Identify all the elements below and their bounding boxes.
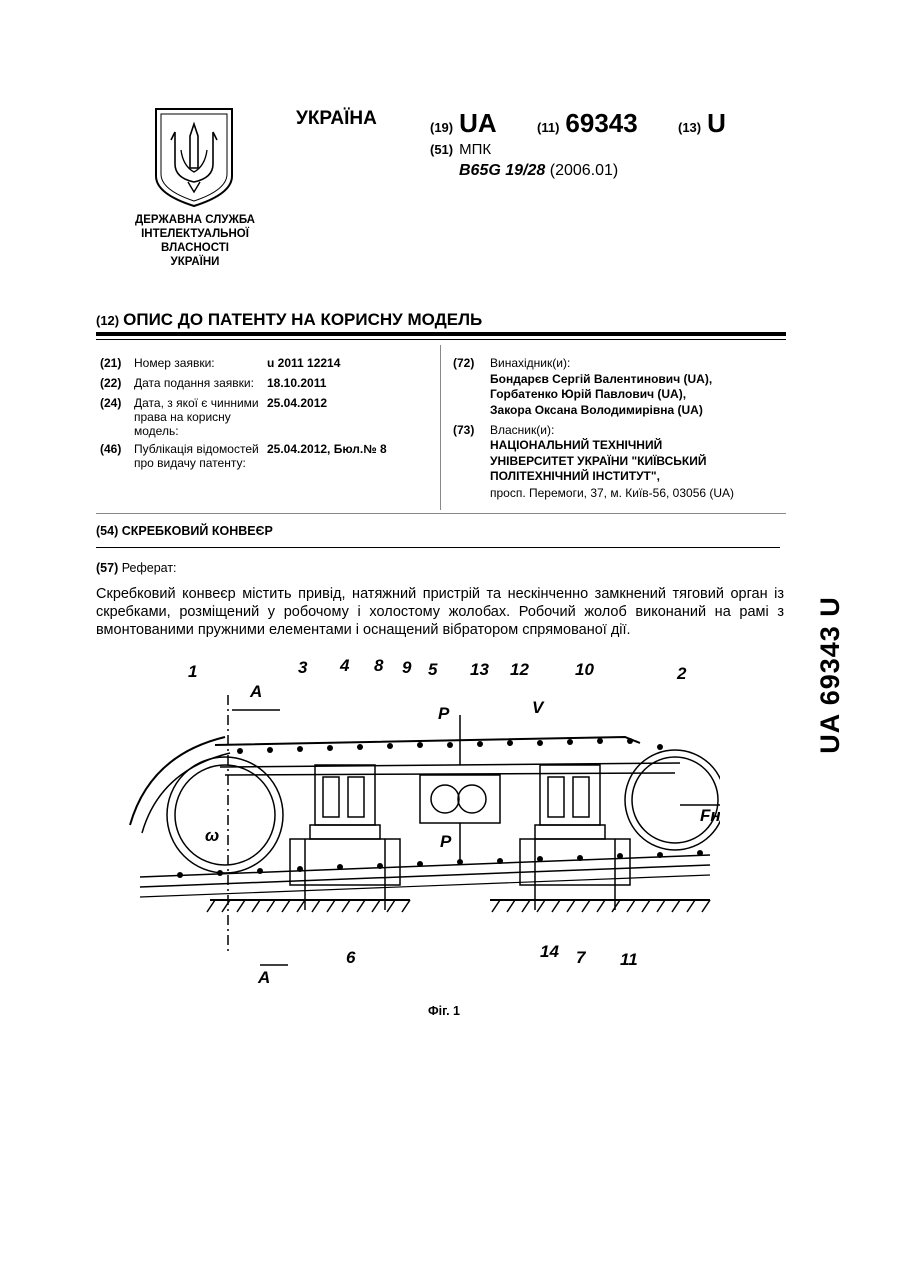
inid-code: (51) bbox=[430, 142, 453, 157]
inid-code: (46) bbox=[100, 442, 121, 456]
figure-label: P bbox=[440, 832, 452, 851]
abstract-heading-text: Реферат: bbox=[122, 561, 177, 575]
inid-code: (54) bbox=[96, 524, 118, 538]
inventor: Бондарєв Сергій Валентинович (UA), bbox=[490, 372, 712, 386]
conveyor-figure: 1 3 4 8 9 5 13 12 10 2 A A P P V ω Fн 6 … bbox=[120, 655, 720, 1000]
side-identifier: UA 69343 U bbox=[808, 575, 852, 775]
figure-label: 11 bbox=[620, 950, 638, 969]
bib-row: (24) bbox=[100, 396, 121, 410]
inid-code: (22) bbox=[100, 376, 121, 390]
ipc-version: (2006.01) bbox=[550, 162, 619, 179]
ipc-classification: B65G 19/28 (2006.01) bbox=[459, 162, 618, 180]
figure-label: Fн bbox=[700, 806, 720, 825]
mpk-label: (51) МПК bbox=[430, 141, 491, 158]
figure-label: 13 bbox=[470, 660, 489, 679]
divider bbox=[96, 339, 786, 340]
figure-label: 5 bbox=[428, 660, 438, 679]
abstract-text: Скребковий конвеєр містить привід, натяж… bbox=[96, 585, 784, 639]
inid-code: (21) bbox=[100, 356, 121, 370]
inid-code: (73) bbox=[453, 423, 474, 437]
agency-line: УКРАЇНИ bbox=[120, 255, 270, 269]
inventors-label: Винахідник(и): bbox=[490, 356, 570, 370]
filing-date: 18.10.2011 bbox=[267, 376, 326, 390]
figure-label: A bbox=[249, 682, 262, 701]
abstract-heading: (57) Реферат: bbox=[96, 561, 177, 575]
agency-line: ІНТЕЛЕКТУАЛЬНОЇ bbox=[120, 227, 270, 241]
figure-label: 6 bbox=[346, 948, 356, 967]
bib-row: (21) bbox=[100, 356, 121, 370]
bib-label: Дата, з якої є чинними права на корисну … bbox=[134, 396, 262, 438]
figure-label: A bbox=[257, 968, 270, 987]
side-identifier-text: UA 69343 U bbox=[808, 575, 852, 775]
divider bbox=[96, 332, 786, 336]
invention-title: (54) СКРЕБКОВИЙ КОНВЕЄР bbox=[96, 524, 273, 538]
ipc-class: B65G 19/28 bbox=[459, 162, 545, 179]
bib-row: (22) bbox=[100, 376, 121, 390]
divider bbox=[96, 513, 786, 514]
inid-code: (57) bbox=[96, 561, 118, 575]
figure-caption: Фіг. 1 bbox=[428, 1004, 460, 1018]
country-name: УКРАЇНА bbox=[296, 108, 377, 130]
ukraine-trident-emblem bbox=[153, 106, 235, 209]
owner-line: НАЦІОНАЛЬНИЙ ТЕХНІЧНИЙ bbox=[490, 438, 662, 452]
column-separator bbox=[440, 345, 441, 510]
document-title: (12) ОПИС ДО ПАТЕНТУ НА КОРИСНУ МОДЕЛЬ bbox=[96, 310, 482, 330]
owner-label: Власник(и): bbox=[490, 423, 554, 437]
inid-code: (12) bbox=[96, 313, 119, 328]
bib-label: Номер заявки: bbox=[134, 356, 264, 370]
country-code: (19) UA bbox=[430, 108, 497, 142]
owner-line: ПОЛІТЕХНІЧНИЙ ІНСТИТУТ", bbox=[490, 469, 660, 483]
patent-number-value: 69343 bbox=[565, 108, 637, 139]
document-kind: (13) U bbox=[678, 108, 726, 142]
figure-label: 7 bbox=[576, 948, 587, 967]
figure-label: 1 bbox=[188, 662, 197, 681]
inventor: Горбатенко Юрій Павлович (UA), bbox=[490, 387, 686, 401]
bib-row: (46) bbox=[100, 442, 121, 456]
owner-address: просп. Перемоги, 37, м. Київ-56, 03056 (… bbox=[490, 486, 734, 500]
figure-label: P bbox=[438, 704, 450, 723]
figure-label: 4 bbox=[339, 656, 350, 675]
inid-code: (24) bbox=[100, 396, 121, 410]
inid-code: (72) bbox=[453, 356, 474, 370]
patent-number: (11) 69343 bbox=[537, 108, 638, 142]
owner-line: УНІВЕРСИТЕТ УКРАЇНИ "КИЇВСЬКИЙ bbox=[490, 454, 707, 468]
divider bbox=[96, 547, 780, 548]
figure-label: 2 bbox=[676, 664, 687, 683]
country-code-value: UA bbox=[459, 108, 497, 139]
inid-code: (11) bbox=[537, 120, 559, 135]
document-kind-value: U bbox=[707, 108, 726, 139]
figure-label: 10 bbox=[575, 660, 594, 679]
figure-label: 3 bbox=[298, 658, 308, 677]
invention-title-text: СКРЕБКОВИЙ КОНВЕЄР bbox=[122, 524, 273, 538]
effective-date: 25.04.2012 bbox=[267, 396, 327, 410]
document-title-text: ОПИС ДО ПАТЕНТУ НА КОРИСНУ МОДЕЛЬ bbox=[123, 310, 482, 329]
bib-label: Дата подання заявки: bbox=[134, 376, 264, 390]
figure-label: ω bbox=[205, 826, 219, 845]
mpk-text: МПК bbox=[459, 141, 491, 158]
agency-line: ДЕРЖАВНА СЛУЖБА bbox=[120, 213, 270, 227]
figure-label: V bbox=[532, 698, 545, 717]
inventor: Закора Оксана Володимирівна (UA) bbox=[490, 403, 703, 417]
agency-line: ВЛАСНОСТІ bbox=[120, 241, 270, 255]
agency-name: ДЕРЖАВНА СЛУЖБА ІНТЕЛЕКТУАЛЬНОЇ ВЛАСНОСТ… bbox=[120, 213, 270, 269]
figure-label: 14 bbox=[540, 942, 559, 961]
bib-label: Публікація відомостей про видачу патенту… bbox=[134, 442, 266, 470]
inid-code: (19) bbox=[430, 120, 453, 135]
publication-date: 25.04.2012, Бюл.№ 8 bbox=[267, 442, 387, 456]
inid-code: (13) bbox=[678, 120, 701, 135]
figure-label: 9 bbox=[402, 658, 412, 677]
figure-label: 12 bbox=[510, 660, 529, 679]
figure-label: 8 bbox=[374, 656, 384, 675]
application-number: u 2011 12214 bbox=[267, 356, 340, 370]
